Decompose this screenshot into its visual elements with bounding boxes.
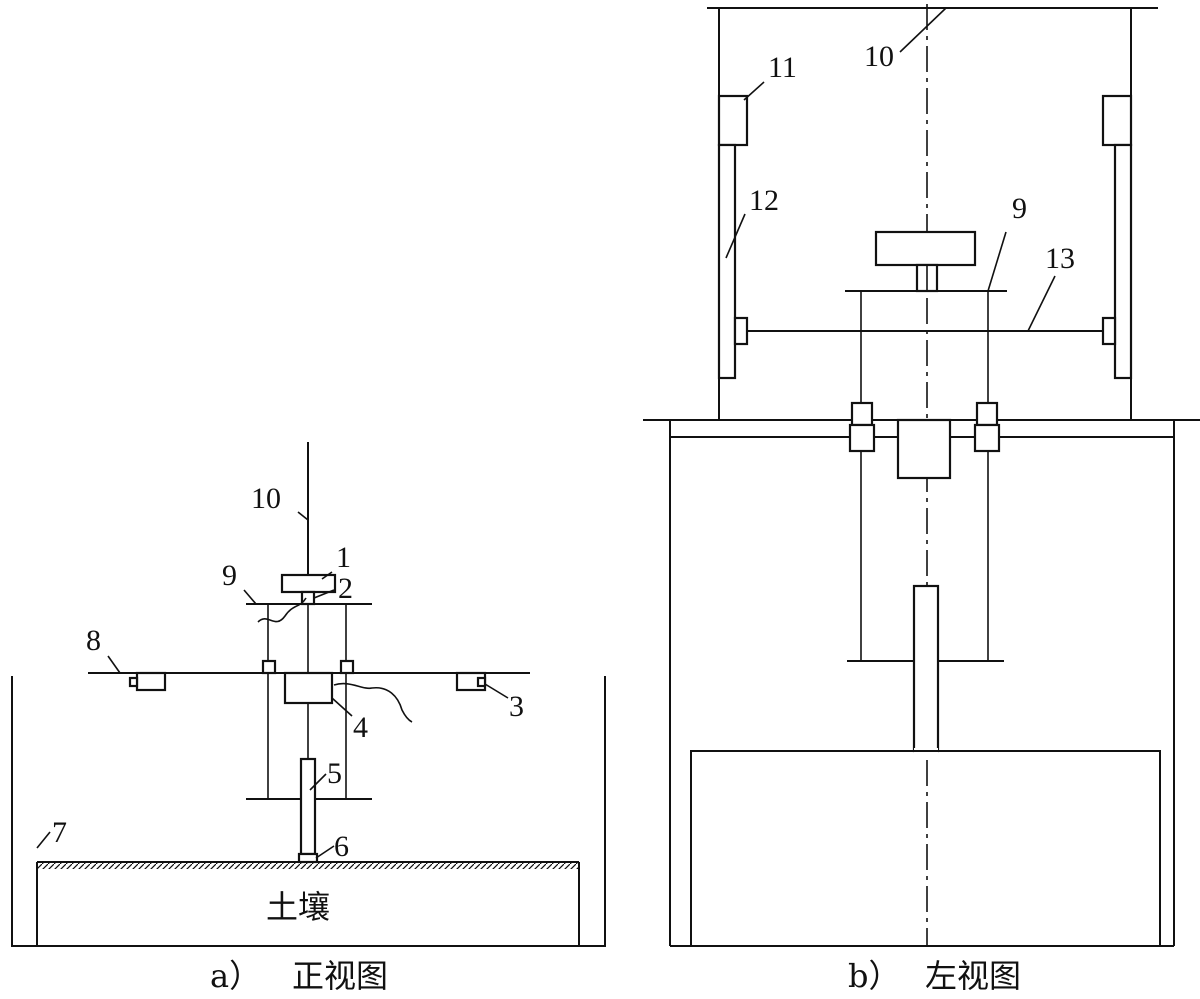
leader-4 [331,697,353,717]
leader-3 [484,683,509,699]
component-12-right [1113,143,1133,380]
callout-9: 9 [222,559,237,592]
leader-11 [743,81,765,101]
callout-10-side: 10 [864,40,894,73]
bearing-right-side-bottom [973,423,1001,453]
callout-7: 7 [52,816,67,849]
roller-left-cap [128,676,139,688]
leader-1 [321,571,333,580]
caption-letter-a: a） [210,957,261,995]
bearing-left [261,659,277,675]
component-4 [283,671,334,705]
soil-label: 土壤 [266,888,330,926]
leader-7 [36,831,51,849]
leader-5 [309,773,327,791]
side-view: 10 11 12 9 13 b） 左视图 [643,4,1200,995]
component-6 [297,852,319,864]
caption-title-a: 正视图 [292,957,388,995]
caption-title-b: 左视图 [925,957,1021,995]
callout-5: 5 [327,757,342,790]
roller-right-cap [476,676,487,688]
component-5 [299,757,317,856]
tank-outline [11,676,606,947]
callout-8: 8 [86,624,101,657]
callout-9-side: 9 [1012,192,1027,225]
bearing-left-side-bottom [848,423,876,453]
soil-hatch [37,862,579,869]
leader-10 [297,511,309,521]
leader-9-side [987,231,1007,292]
callout-12: 12 [749,184,779,217]
component-1-side [874,230,977,267]
callout-6: 6 [334,830,349,863]
component-1 [280,573,337,594]
leader-2 [313,589,335,599]
callout-11: 11 [768,51,797,84]
bearing-right-side-top [975,401,999,427]
callout-2: 2 [338,572,353,605]
leader-12 [725,213,746,259]
callout-3: 3 [509,690,524,723]
component-2 [300,590,316,606]
wire-upper [257,597,307,623]
component-11-left [717,94,749,147]
wire-lower [333,682,413,723]
leader-6 [315,845,335,859]
roller-left [135,671,167,692]
caption-letter-b: b） [848,957,901,995]
callout-10: 10 [251,482,281,515]
callout-13: 13 [1045,242,1075,275]
slider-left [733,316,749,346]
front-view: 土壤 [11,442,606,995]
leader-10-side [899,7,947,53]
slider-right [1101,316,1117,346]
component-11-right [1101,94,1133,147]
bearing-right [339,659,355,675]
component-12-left [717,143,737,380]
callout-1: 1 [336,541,351,574]
leader-8 [107,655,121,674]
leader-9 [243,589,257,605]
component-5-side [912,584,940,753]
callout-4: 4 [353,711,368,744]
component-4-side [896,418,952,480]
bearing-left-side-top [850,401,874,427]
leader-13 [1027,275,1056,332]
soil-block-side [690,750,1161,946]
